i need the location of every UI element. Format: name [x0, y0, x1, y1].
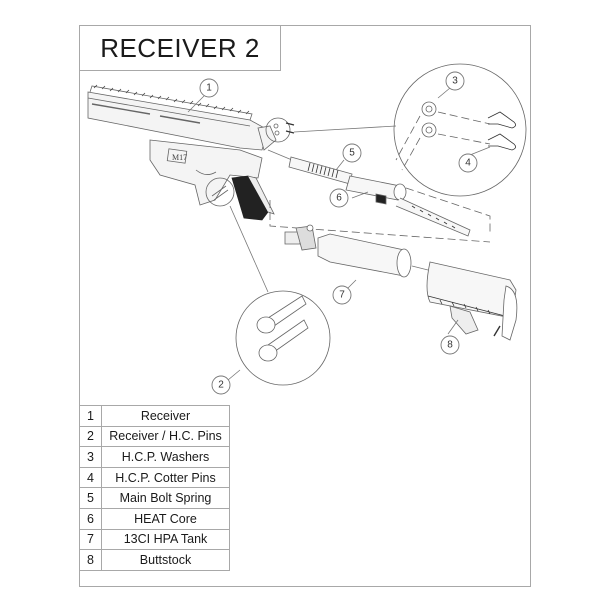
part-number: 1 — [79, 405, 102, 427]
part-name: Receiver / H.C. Pins — [101, 425, 230, 448]
callout-1: 1 — [199, 78, 219, 98]
svg-text:3: 3 — [452, 76, 458, 87]
page-title: RECEIVER 2 — [100, 32, 260, 63]
part-number: 4 — [79, 466, 102, 489]
part-number: 7 — [79, 528, 102, 551]
part-name: Buttstock — [101, 549, 230, 571]
bolt-assembly — [267, 149, 491, 243]
tank-drawing — [284, 224, 429, 291]
diagram-frame — [79, 25, 531, 587]
callout-2: 2 — [211, 375, 231, 395]
part-name: Receiver — [101, 405, 230, 427]
callout-6: 6 — [329, 188, 349, 208]
part-number: 2 — [79, 425, 102, 448]
callout-8: 8 — [440, 335, 460, 355]
callout-3: 3 — [445, 71, 465, 91]
svg-text:2: 2 — [218, 380, 224, 391]
receiver-drawing: M17 — [87, 84, 277, 221]
pins-detail — [205, 177, 331, 386]
part-name: 13CI HPA Tank — [101, 528, 230, 551]
part-number: 5 — [79, 487, 102, 509]
callout-4: 4 — [458, 153, 478, 173]
svg-text:7: 7 — [339, 290, 345, 301]
svg-text:8: 8 — [447, 340, 453, 351]
part-number: 3 — [79, 446, 102, 468]
part-number: 8 — [79, 549, 102, 571]
svg-text:6: 6 — [336, 193, 342, 204]
buttstock-drawing — [426, 261, 518, 341]
title-box: RECEIVER 2 — [79, 25, 281, 71]
part-name: H.C.P. Washers — [101, 446, 230, 468]
callout-7: 7 — [332, 285, 352, 305]
part-number: 6 — [79, 507, 102, 530]
svg-text:4: 4 — [465, 158, 471, 169]
part-name: Main Bolt Spring — [101, 487, 230, 509]
part-name: H.C.P. Cotter Pins — [101, 466, 230, 489]
part-name: HEAT Core — [101, 507, 230, 530]
svg-text:5: 5 — [349, 148, 355, 159]
callout-5: 5 — [342, 143, 362, 163]
svg-text:M17: M17 — [172, 153, 187, 162]
svg-text:1: 1 — [206, 83, 212, 94]
washer-cotter-detail — [265, 63, 527, 197]
